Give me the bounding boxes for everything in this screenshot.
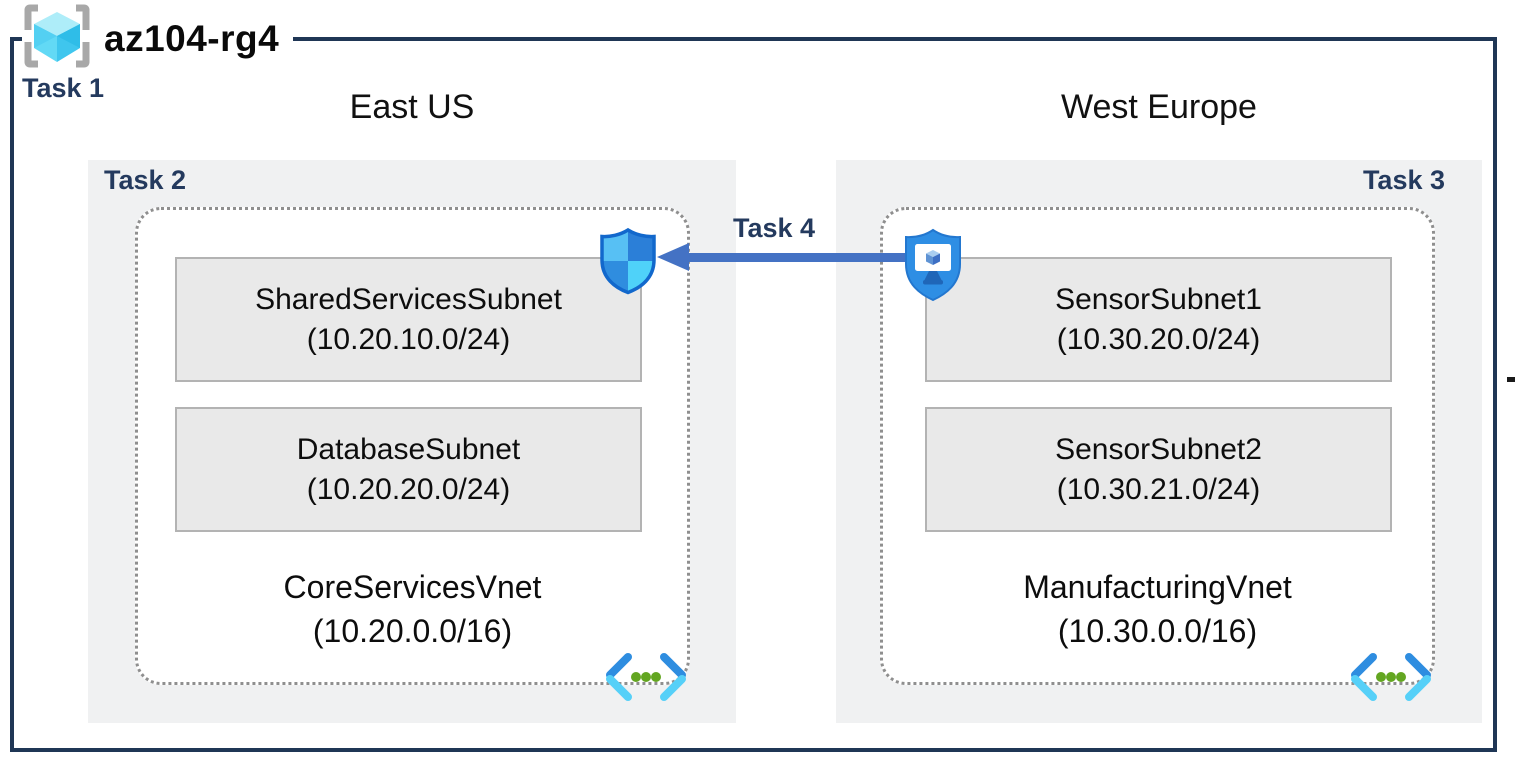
resource-group-border (10, 37, 1497, 752)
vnet-label-coreservices: CoreServicesVnet (10.20.0.0/16) (135, 565, 690, 653)
subnet-cidr: (10.20.20.0/24) (306, 472, 511, 506)
subnet-database: DatabaseSubnet (10.20.20.0/24) (175, 407, 642, 532)
subnet-cidr: (10.30.20.0/24) (1056, 322, 1261, 356)
vnet-cidr: (10.20.0.0/16) (312, 613, 513, 649)
subnet-sensor2: SensorSubnet2 (10.30.21.0/24) (925, 407, 1392, 532)
virtual-network-icon (1347, 652, 1435, 707)
subnet-cidr: (10.30.21.0/24) (1056, 472, 1261, 506)
subnet-name: SharedServicesSubnet (255, 282, 562, 316)
vnet-name: CoreServicesVnet (283, 569, 542, 605)
right-edge-tick (1507, 377, 1515, 382)
region-title-west-europe: West Europe (1061, 88, 1257, 126)
resource-group-name: az104-rg4 (104, 17, 280, 59)
subnet-name: DatabaseSubnet (296, 432, 521, 466)
bastion-shield-icon (902, 228, 964, 307)
task4-label: Task 4 (733, 213, 816, 243)
vnet-label-manufacturing: ManufacturingVnet (10.30.0.0/16) (880, 565, 1435, 653)
subnet-cidr: (10.20.10.0/24) (306, 322, 511, 356)
subnet-sensor1: SensorSubnet1 (10.30.20.0/24) (925, 257, 1392, 382)
subnet-name: SensorSubnet1 (1055, 282, 1262, 316)
subnet-name: SensorSubnet2 (1055, 432, 1262, 466)
vnet-cidr: (10.30.0.0/16) (1057, 613, 1258, 649)
nsg-shield-icon (597, 227, 659, 300)
virtual-network-icon (602, 652, 690, 707)
region-title-east-us: East US (349, 88, 475, 126)
resource-group-header: az104-rg4 (22, 4, 294, 73)
resource-group-icon (24, 4, 90, 73)
task3-label: Task 3 (1362, 165, 1445, 195)
peering-arrow (655, 241, 945, 278)
vnet-name: ManufacturingVnet (1023, 569, 1292, 605)
task1-label: Task 1 (22, 73, 105, 103)
task2-label: Task 2 (104, 165, 187, 195)
subnet-sharedservices: SharedServicesSubnet (10.20.10.0/24) (175, 257, 642, 382)
